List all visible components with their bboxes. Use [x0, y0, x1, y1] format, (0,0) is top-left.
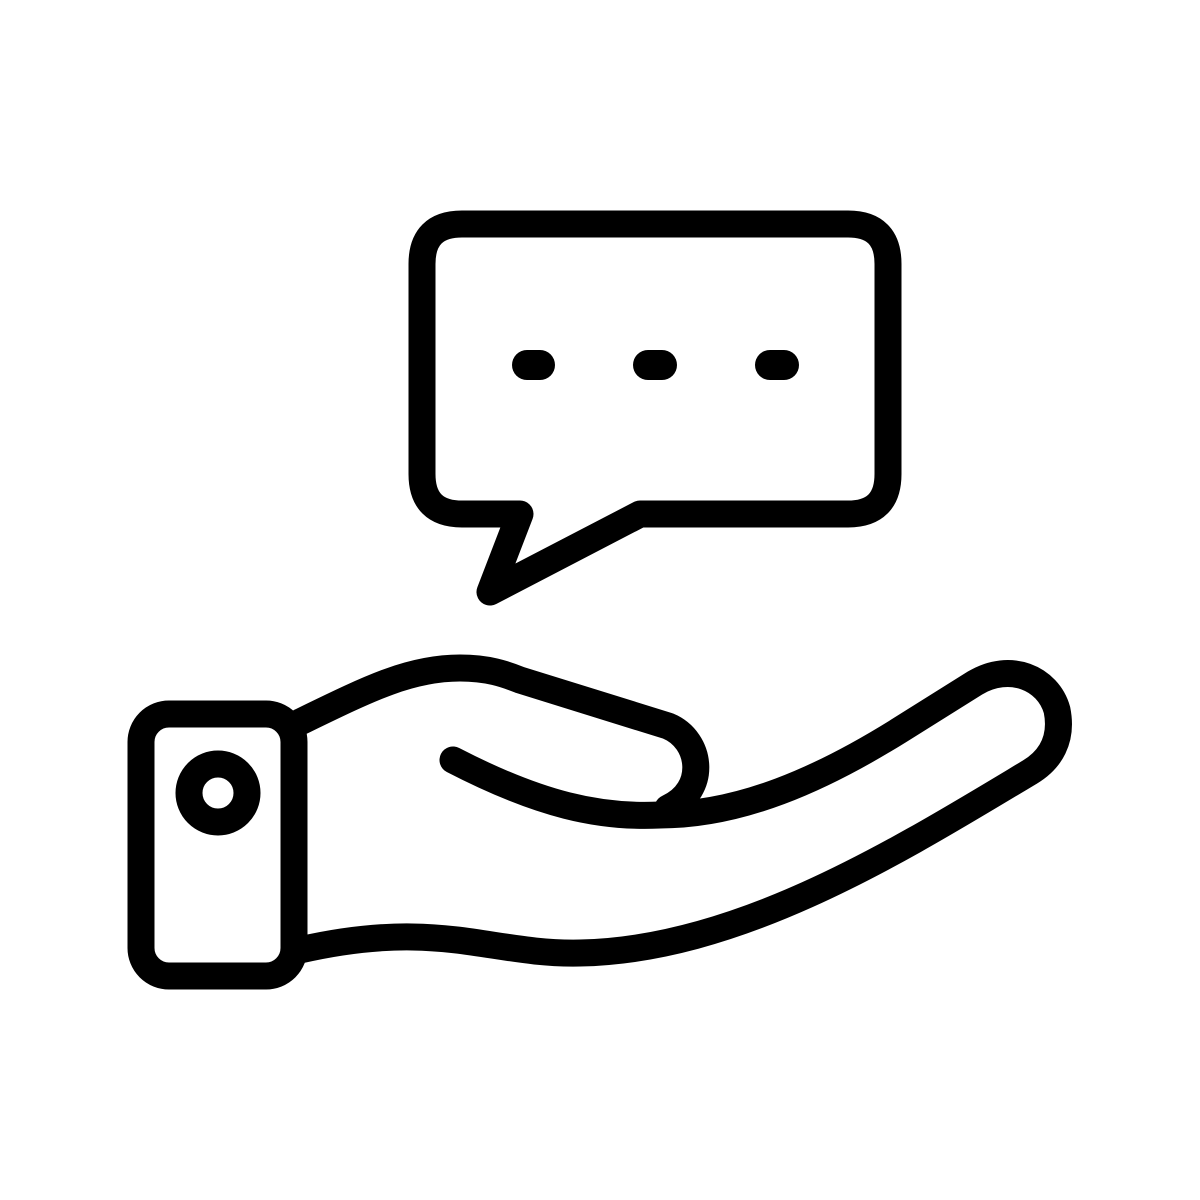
speech-bubble-outline — [408, 210, 902, 606]
speech-bubble-icon — [408, 210, 902, 606]
hand-top-edge-thumb — [286, 654, 710, 822]
cuff-button — [175, 750, 261, 836]
cuff-outline — [127, 700, 308, 990]
hand-palm-finger-outline — [286, 660, 1072, 967]
hand-icon — [127, 654, 1072, 990]
